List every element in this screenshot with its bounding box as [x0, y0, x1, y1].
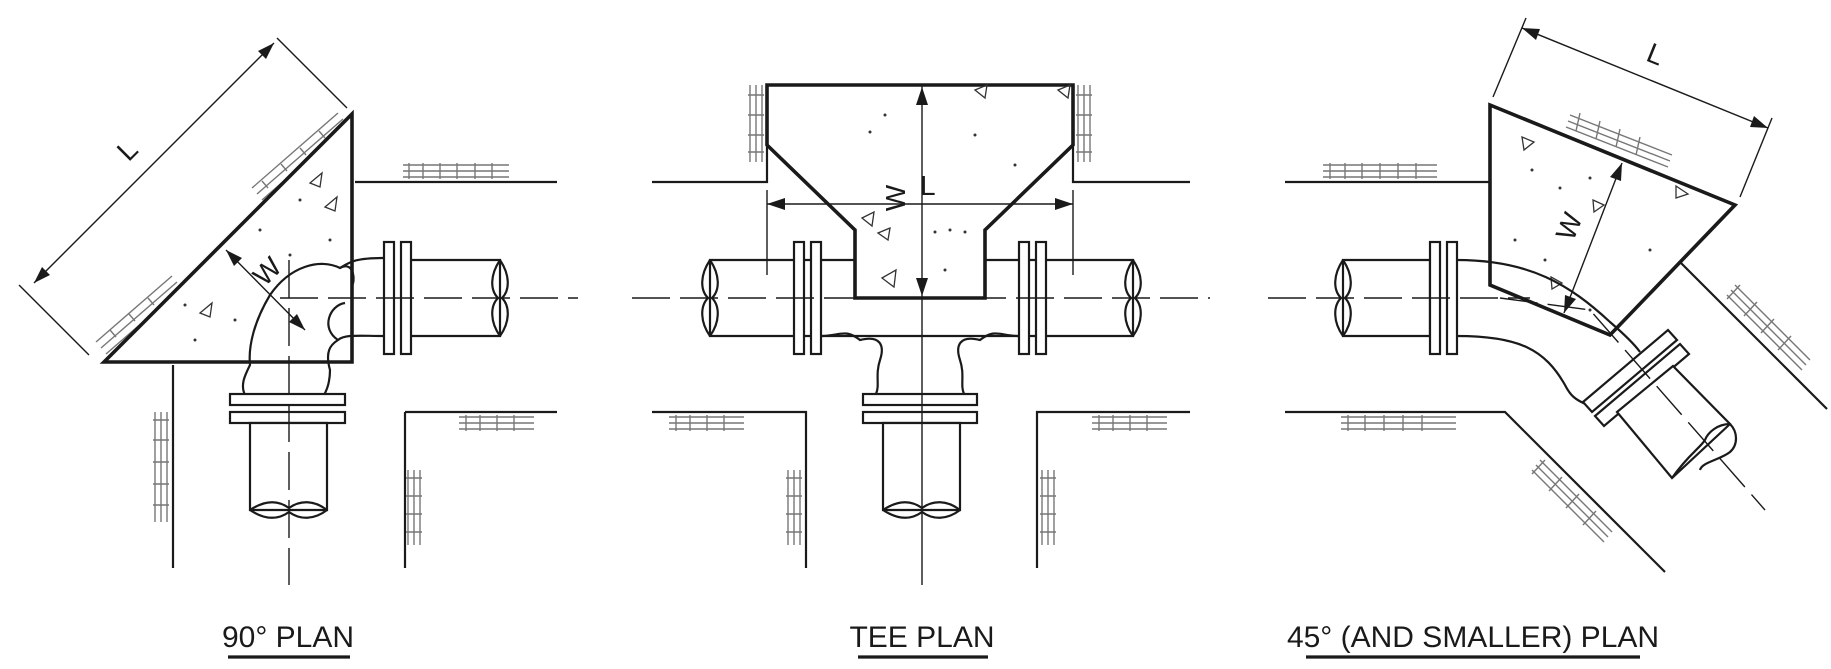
- plan-90-degree: [18, 37, 578, 585]
- dimension-length: [916, 87, 928, 296]
- dimension-length: [1492, 17, 1773, 198]
- caption-tee-plan: TEE PLAN: [849, 621, 994, 654]
- dimension-width: [225, 249, 306, 331]
- dimension-width: [766, 190, 1074, 275]
- pipe-bend: [1456, 258, 1641, 407]
- trench-walls: [1285, 180, 1828, 573]
- concrete-texture: [860, 83, 1071, 289]
- dim-label-w-tee: W: [880, 184, 911, 211]
- dim-label-l-tee: L: [920, 170, 936, 201]
- concrete-texture: [1513, 135, 1690, 312]
- plan-tee: [632, 83, 1210, 585]
- dim-label-l-45: L: [1643, 37, 1669, 72]
- centerline-angled: [1499, 297, 1766, 511]
- dim-label-l-90: L: [111, 134, 144, 167]
- caption-45-plan: 45° (AND SMALLER) PLAN: [1287, 621, 1659, 654]
- dimension-length: [18, 37, 348, 356]
- trench-walls: [171, 180, 557, 568]
- caption-90-plan: 90° PLAN: [222, 621, 354, 654]
- soil-hatch: [1323, 112, 1811, 543]
- dimension-width: [1563, 162, 1623, 314]
- soil-hatch: [669, 85, 1167, 545]
- concrete-texture: [183, 171, 338, 342]
- pipe-angled: [1581, 328, 1738, 480]
- pipe-branch: [820, 332, 1020, 519]
- thrust-block: [99, 109, 354, 364]
- plan-45-degree: [1268, 17, 1828, 573]
- pipe-vertical: [228, 392, 347, 519]
